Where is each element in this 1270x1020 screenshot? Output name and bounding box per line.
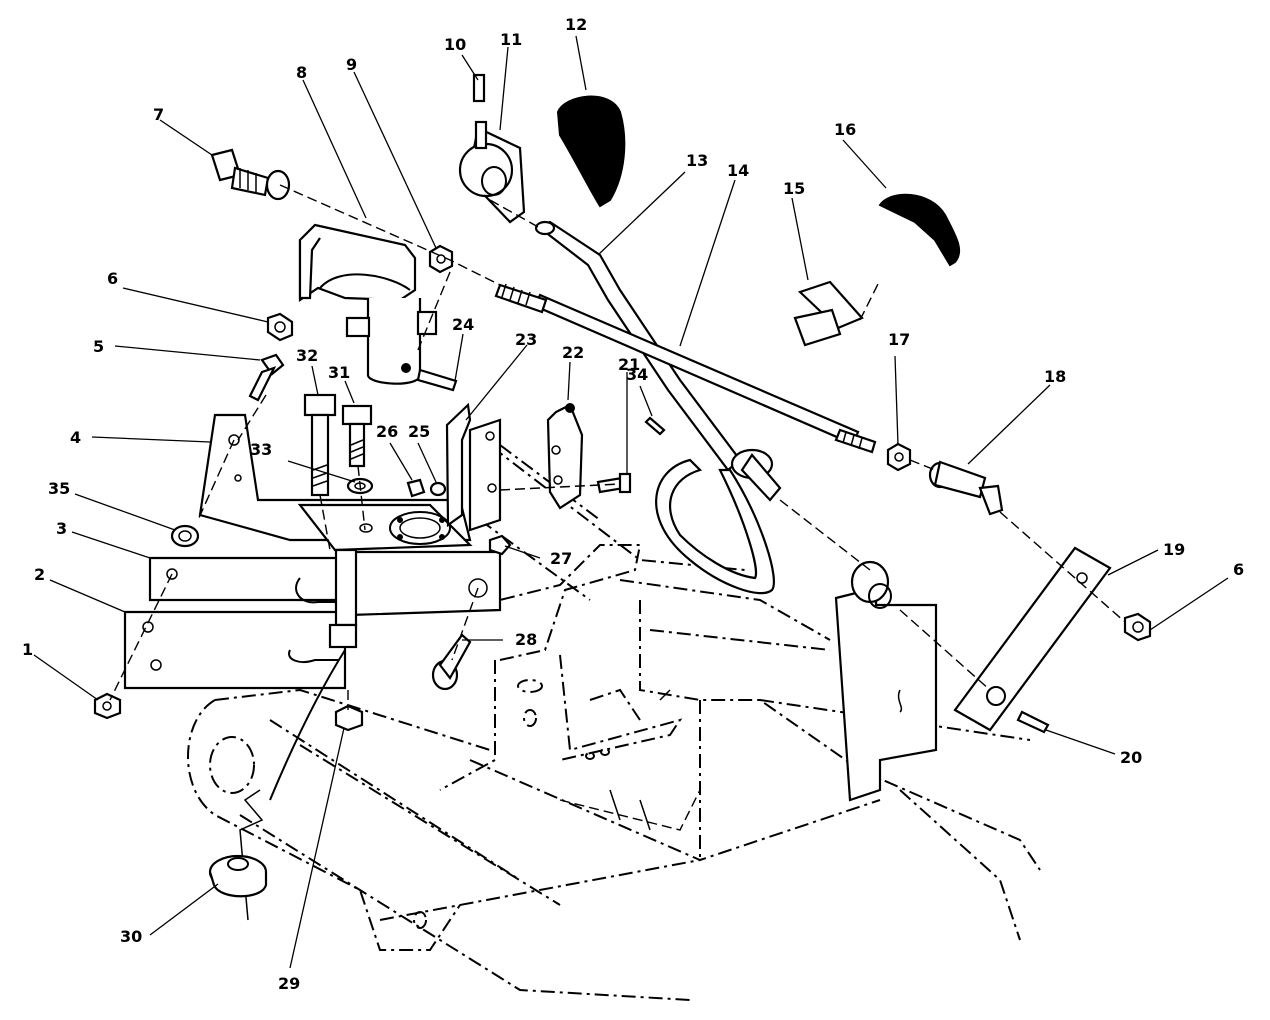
brake-rod: [494, 283, 877, 454]
control-knob: [878, 193, 961, 267]
callout-27: 27: [550, 549, 572, 568]
callout-31: 31: [328, 363, 350, 382]
latch-lever-plate: [445, 402, 502, 532]
brake-bracket-assembly: [123, 413, 502, 921]
hex-nut-left: [266, 312, 294, 342]
callout-4: 4: [70, 428, 81, 447]
callout-1: 1: [22, 640, 33, 659]
callout-15: 15: [783, 179, 805, 198]
callout-9: 9: [346, 55, 357, 74]
callout-23: 23: [515, 330, 537, 349]
callout-10: 10: [444, 35, 466, 54]
callout-13: 13: [686, 151, 708, 170]
callout-34: 34: [626, 365, 648, 384]
lower-brake-bar: [123, 610, 347, 690]
callout-18: 18: [1044, 367, 1066, 386]
callout-32: 32: [296, 346, 318, 365]
brake-pedal-pad: [556, 95, 626, 208]
callout-leaders: [33, 35, 1229, 969]
callout-33: 33: [250, 440, 272, 459]
frame-pivot-bracket: [834, 560, 938, 802]
callout-7: 7: [153, 105, 164, 124]
pedal-latch-bracket: [298, 223, 438, 385]
callout-14: 14: [727, 161, 749, 180]
callout-17: 17: [888, 330, 910, 349]
callout-8: 8: [296, 63, 307, 82]
hex-nut-27: [488, 534, 512, 556]
callout-12: 12: [565, 15, 587, 34]
pedal-pivot-bracket: [458, 120, 526, 224]
link-plate: [953, 546, 1112, 732]
spring-bolt-assembly: [210, 148, 291, 201]
hex-nut-right: [1123, 612, 1152, 642]
hex-nut-1: [93, 692, 122, 720]
callout-26: 26: [376, 422, 398, 441]
rod-clevis: [928, 460, 1004, 516]
callout-35: 35: [48, 479, 70, 498]
callout-3: 3: [56, 519, 67, 538]
callout-5: 5: [93, 337, 104, 356]
knob-collar: [793, 280, 864, 347]
callout-21: 21: [618, 355, 640, 374]
parking-brake-lever: [655, 448, 782, 595]
hex-nut-small: [406, 478, 426, 498]
short-hex-bolt: [341, 404, 373, 468]
callout-2: 2: [34, 565, 45, 584]
callout-16: 16: [834, 120, 856, 139]
callout-30: 30: [120, 927, 142, 946]
spring-pin: [472, 73, 486, 103]
spring-washer: [429, 481, 447, 497]
callout-6-right: 6: [1233, 560, 1244, 579]
callout-19: 19: [1163, 540, 1185, 559]
callout-22: 22: [562, 343, 584, 362]
roll-pin: [644, 416, 666, 436]
callout-24: 24: [452, 315, 474, 334]
machine-screw: [596, 472, 632, 494]
hex-nut-rod: [886, 442, 912, 472]
upper-brake-bar: [148, 556, 352, 602]
callout-29: 29: [278, 974, 300, 993]
assembly-center-lines: [109, 184, 1126, 710]
callout-25: 25: [408, 422, 430, 441]
callout-labels: 1 2 3 4 5 6 6 7 8 9 10 11 12 13 14 15 16…: [22, 15, 1244, 993]
roller-wheel: [208, 854, 268, 898]
cotter-pin: [1016, 710, 1050, 734]
callout-6: 6: [107, 269, 118, 288]
flat-washer: [170, 524, 200, 548]
hex-nut-upper: [428, 244, 454, 274]
callout-11: 11: [500, 30, 522, 49]
callout-28: 28: [515, 630, 537, 649]
mounting-plate: [297, 503, 473, 552]
ratchet-block: [546, 403, 584, 510]
locknut: [334, 704, 364, 732]
long-hex-bolt: [303, 393, 337, 497]
bracket-bolt: [431, 633, 472, 691]
carriage-bolt: [248, 353, 285, 402]
callout-20: 20: [1120, 748, 1142, 767]
clevis-pin: [416, 368, 458, 392]
